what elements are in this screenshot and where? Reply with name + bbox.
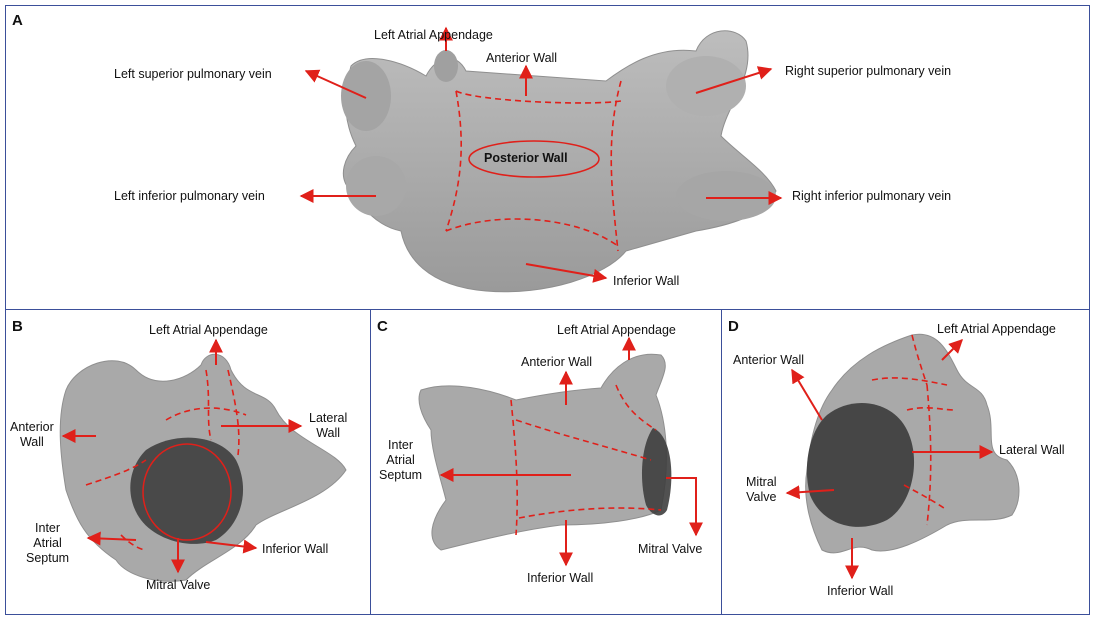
label-anterior-wall: Anterior Wall xyxy=(521,355,593,369)
label-laa: Left Atrial Appendage xyxy=(149,323,268,337)
label-mitral-valve: Mitral Valve xyxy=(146,578,211,592)
label-ripv: Right inferior pulmonary vein xyxy=(792,189,952,203)
posterior-wall-outline xyxy=(468,140,600,178)
label-laa: Left Atrial Appendage xyxy=(557,323,676,337)
panel-c: C Left Atrial Appendage Anterior Wall In… xyxy=(370,309,722,615)
label-lipv: Left inferior pulmonary vein xyxy=(114,189,265,203)
arrow-lspv xyxy=(304,69,367,99)
panel-d: D Left Atrial Appendage Anterior Wall La… xyxy=(721,309,1090,615)
panel-c-illustration xyxy=(418,336,703,567)
label-lateral-wall: Lateral Wall xyxy=(309,411,348,440)
panel-d-illustration xyxy=(785,333,1020,580)
panel-b-illustration xyxy=(59,338,347,582)
label-posterior-wall: Posterior Wall xyxy=(484,151,568,165)
label-inferior-wall: Inferior Wall xyxy=(613,274,680,288)
label-rspv: Right superior pulmonary vein xyxy=(785,64,952,78)
label-inferior-wall: Inferior Wall xyxy=(262,542,329,556)
panel-letter-b: B xyxy=(12,318,23,335)
mitral-valve-shape xyxy=(806,403,915,527)
arrow-laa xyxy=(941,339,963,361)
mitral-valve-shape xyxy=(130,437,244,544)
label-laa: Left Atrial Appendage xyxy=(937,322,1056,336)
mitral-valve-shape xyxy=(641,428,672,516)
label-anterior-wall: Anterior Wall xyxy=(486,51,558,65)
label-septum: Inter Atrial Septum xyxy=(379,438,423,482)
lipv-shape xyxy=(346,156,406,216)
label-anterior-wall: Anterior Wall xyxy=(733,353,805,367)
arrow-rspv xyxy=(695,66,773,94)
lspv-shape xyxy=(341,61,391,131)
label-mitral-valve: Mitral Valve xyxy=(746,475,777,504)
panel-b: B Left Atrial Appendage Anterior Wall La… xyxy=(5,309,371,615)
label-lateral-wall: Lateral Wall xyxy=(999,443,1065,457)
arrow-septum xyxy=(86,531,137,546)
panel-letter-a: A xyxy=(12,12,23,29)
panel-letter-d: D xyxy=(728,318,739,335)
mitral-valve-outline xyxy=(142,443,232,541)
label-lspv: Left superior pulmonary vein xyxy=(114,67,272,81)
rspv-shape xyxy=(666,56,746,116)
arrow-mitral xyxy=(785,485,835,500)
laa-shape xyxy=(434,50,458,82)
arrow-inferior xyxy=(205,539,258,554)
left-atrium-shape xyxy=(418,353,667,551)
panel-a: A xyxy=(5,5,1090,310)
arrow-mitral xyxy=(666,477,703,537)
label-septum: Inter Atrial Septum xyxy=(26,521,70,565)
label-inferior-wall: Inferior Wall xyxy=(827,584,894,598)
arrow-anterior xyxy=(791,368,823,421)
panel-a-illustration xyxy=(299,26,783,293)
label-anterior-wall: Anterior Wall xyxy=(10,420,54,449)
label-mitral-valve: Mitral Valve xyxy=(638,542,703,556)
arrow-inferior xyxy=(525,263,608,283)
label-laa: Left Atrial Appendage xyxy=(374,28,493,42)
panel-letter-c: C xyxy=(377,318,388,335)
label-inferior-wall: Inferior Wall xyxy=(527,571,594,585)
ripv-shape xyxy=(676,171,776,221)
